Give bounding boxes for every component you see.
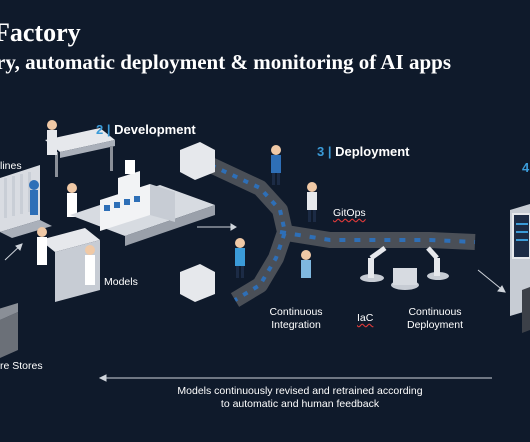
pipelines-label: lines bbox=[0, 160, 22, 172]
gitops-label: GitOps bbox=[333, 207, 366, 220]
cd-line1: Continuous bbox=[408, 306, 462, 318]
stage-deployment: 3 | Deployment bbox=[317, 144, 410, 159]
flow-arrows bbox=[4, 223, 506, 382]
conveyor-belt-illustration bbox=[180, 142, 476, 307]
stage-number: 3 | bbox=[317, 144, 332, 159]
pipeline-lab-illustration bbox=[0, 120, 115, 302]
ci-line1: Continuous bbox=[269, 306, 323, 318]
feedback-line1: Models continuously revised and retraine… bbox=[177, 385, 423, 397]
feedback-caption: Models continuously revised and retraine… bbox=[150, 385, 450, 411]
continuous-deployment-label: Continuous Deployment bbox=[402, 306, 468, 332]
page-title: Factory bbox=[0, 18, 81, 47]
engineer-figures-illustration bbox=[235, 145, 317, 278]
development-building-illustration bbox=[70, 160, 215, 246]
robot-arms-illustration bbox=[360, 245, 449, 290]
gitops-text: GitOps bbox=[333, 207, 366, 219]
ci-line2: Integration bbox=[271, 319, 321, 331]
stage-development: 2 | Development bbox=[96, 122, 196, 137]
feature-stores-label: re Stores bbox=[0, 360, 43, 372]
iac-label: IaC bbox=[357, 312, 373, 325]
monitoring-station-illustration bbox=[510, 204, 530, 333]
stage-label: Development bbox=[114, 122, 196, 137]
feature-store-illustration bbox=[0, 303, 18, 358]
stage-label: Deployment bbox=[335, 144, 410, 159]
cd-line2: Deployment bbox=[406, 319, 464, 331]
iac-text: IaC bbox=[357, 312, 374, 324]
feedback-line2: to automatic and human feedback bbox=[220, 398, 380, 410]
stage-number-4: 4 bbox=[522, 160, 530, 175]
continuous-integration-label: Continuous Integration bbox=[265, 306, 327, 332]
page-subtitle: ry, automatic deployment & monitoring of… bbox=[0, 50, 452, 74]
stage-number: 2 | bbox=[96, 122, 111, 137]
models-label: Models bbox=[104, 276, 138, 288]
